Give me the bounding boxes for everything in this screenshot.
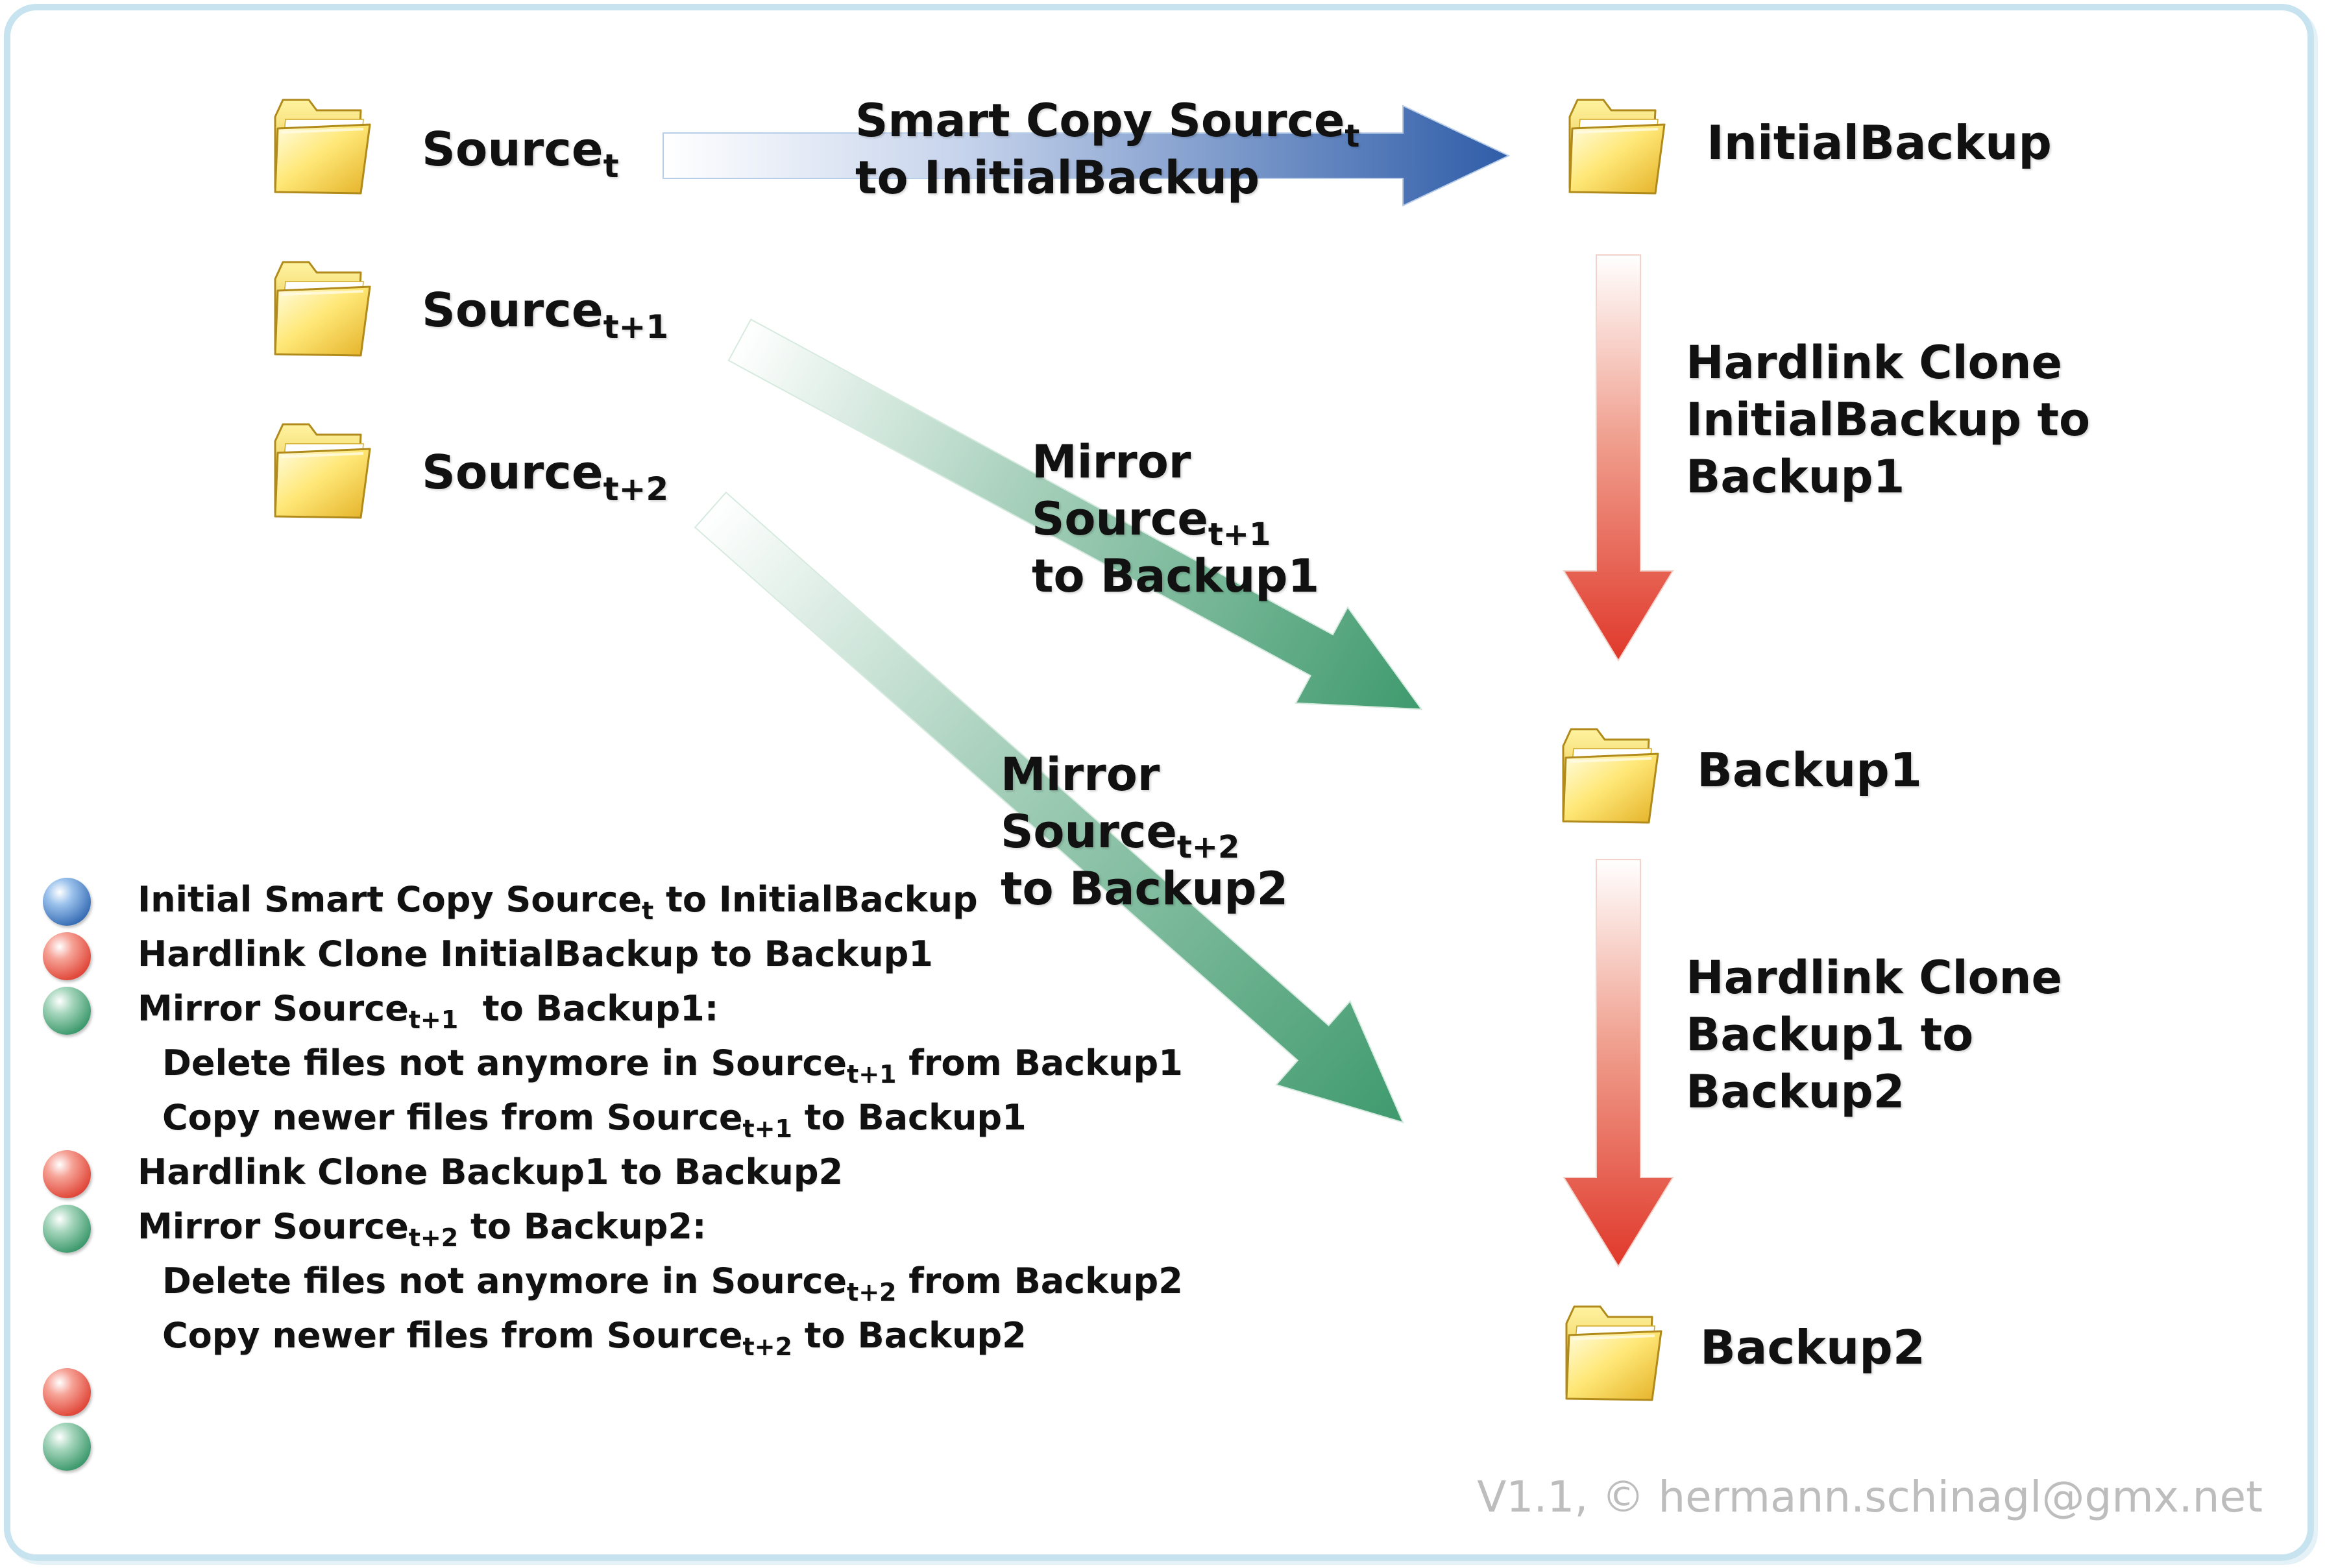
- legend-text-main: Delete files not anymore in Source: [162, 1043, 847, 1083]
- legend-text-main: Hardlink Clone Backup1 to Backup2: [138, 1152, 844, 1192]
- hardlink-clone-label-2: Hardlink Clone Backup1 to Backup2: [1686, 949, 2062, 1120]
- node-subscript: t+2: [603, 470, 669, 508]
- arrow-label-line: Backup1 to: [1686, 1008, 1974, 1061]
- node-backup1: Backup1: [1697, 741, 1922, 799]
- legend-text-subscript: t+1: [847, 1060, 897, 1089]
- diagram-frame: [4, 4, 2314, 1561]
- node-label: Source: [422, 122, 603, 176]
- folder-icon: [1554, 720, 1664, 830]
- legend-text-main: Copy newer files from Source: [162, 1097, 743, 1138]
- mirror-arrow-1: [727, 318, 1423, 710]
- legend-text-main: Mirror Source: [138, 1206, 409, 1247]
- legend-text: Mirror Sourcet+2 to Backup2:: [138, 1200, 707, 1254]
- arrow-label-line: Backup2: [1686, 1065, 1905, 1118]
- legend-bullet-icon: [43, 1150, 91, 1198]
- legend-text-tail: to InitialBackup: [653, 879, 978, 920]
- legend-text-main: Initial Smart Copy Source: [138, 879, 642, 920]
- smart-copy-label: Smart Copy Sourcet to InitialBackup: [855, 92, 1359, 206]
- arrow-label-text: Smart Copy Source: [855, 94, 1345, 147]
- legend-text-main: Mirror Source: [138, 988, 409, 1029]
- legend-text: Delete files not anymore in Sourcet+1 fr…: [162, 1036, 1183, 1091]
- arrow-label-line: Hardlink Clone: [1686, 951, 2062, 1004]
- legend-text-main: Hardlink Clone InitialBackup to Backup1: [138, 934, 933, 974]
- node-label: Backup2: [1700, 1320, 1925, 1375]
- legend-text-subscript: t+2: [847, 1278, 897, 1307]
- legend-text: Hardlink Clone Backup1 to Backup2: [138, 1145, 843, 1200]
- arrow-label-line: Hardlink Clone: [1686, 336, 2062, 389]
- node-label: Source: [422, 283, 603, 337]
- hardlink-clone-arrow-2: [1563, 859, 1674, 1268]
- legend-text-subscript: t+2: [408, 1224, 459, 1252]
- node-subscript: t: [603, 147, 619, 185]
- legend-text-subscript: t+1: [742, 1115, 792, 1143]
- legend-text-subscript: t: [642, 897, 654, 925]
- node-label: InitialBackup: [1707, 115, 2052, 170]
- arrow-label-line: Backup1: [1686, 450, 1905, 503]
- arrow-label-line: to Backup1: [1032, 549, 1320, 603]
- arrow-label-line: Sourcet+1: [1032, 490, 1319, 550]
- folder-icon: [1557, 1297, 1668, 1408]
- legend-text: Copy newer files from Sourcet+2 to Backu…: [162, 1309, 1027, 1363]
- legend-text-main: Delete files not anymore in Source: [162, 1260, 847, 1301]
- arrow-label-line: Mirror: [1001, 748, 1160, 801]
- legend-text-tail: to Backup1:: [458, 988, 719, 1029]
- folder-icon: [1561, 91, 1671, 201]
- node-backup2: Backup2: [1700, 1318, 1925, 1377]
- smart-copy-arrow: [663, 104, 1511, 207]
- arrow-label-line: Mirror: [1032, 435, 1191, 488]
- legend-text-tail: to Backup2:: [458, 1206, 707, 1247]
- node-initial-backup: InitialBackup: [1707, 114, 2052, 172]
- node-source-t1: Sourcet+1: [422, 281, 668, 343]
- folder-icon: [266, 415, 376, 525]
- legend-bullet-icon: [43, 932, 91, 980]
- arrow-label-text: Source: [1032, 492, 1208, 546]
- legend-bullet-icon: [43, 1368, 91, 1416]
- arrow-label-line: to Backup2: [1001, 862, 1289, 915]
- arrow-label-subscript: t: [1345, 118, 1360, 154]
- legend-text-subscript: t+2: [742, 1333, 792, 1361]
- mirror-arrow-2: [694, 491, 1405, 1124]
- hardlink-clone-label-1: Hardlink Clone InitialBackup to Backup1: [1686, 334, 2090, 505]
- arrow-label-line: Smart Copy Sourcet: [855, 92, 1359, 152]
- legend-text: Copy newer files from Sourcet+1 to Backu…: [162, 1091, 1027, 1145]
- legend-text-tail: from Backup1: [896, 1043, 1183, 1083]
- legend-text-tail: to Backup1: [792, 1097, 1027, 1138]
- node-label: Source: [422, 445, 603, 500]
- arrow-label-line: InitialBackup to: [1686, 393, 2091, 446]
- mirror-label-2: Mirror Sourcet+2 to Backup2: [1001, 746, 1288, 917]
- arrow-label-line: to InitialBackup: [855, 151, 1260, 204]
- legend-text-main: Copy newer files from Source: [162, 1315, 743, 1356]
- node-source-t2: Sourcet+2: [422, 443, 668, 505]
- legend-bullet-icon: [43, 1423, 91, 1471]
- legend-text: Delete files not anymore in Sourcet+2 fr…: [162, 1254, 1183, 1309]
- arrow-label-subscript: t+2: [1176, 829, 1240, 865]
- legend-bullet-icon: [43, 987, 91, 1035]
- legend-text-subscript: t+1: [408, 1006, 459, 1034]
- legend-bullet-icon: [43, 1205, 91, 1253]
- folder-icon: [266, 253, 376, 363]
- node-label: Backup1: [1697, 743, 1922, 797]
- folder-icon: [266, 91, 376, 201]
- arrow-label-line: Sourcet+2: [1001, 803, 1288, 863]
- hardlink-clone-arrow-1: [1563, 254, 1674, 662]
- node-subscript: t+1: [603, 308, 669, 346]
- legend-text: Hardlink Clone InitialBackup to Backup1: [138, 927, 933, 982]
- legend-bullet-icon: [43, 878, 91, 926]
- legend-text: Initial Smart Copy Sourcet to InitialBac…: [138, 873, 978, 927]
- node-source-t: Sourcet: [422, 120, 619, 182]
- version-credit: V1.1, © hermann.schinagl@gmx.net: [1477, 1472, 2263, 1522]
- arrow-label-subscript: t+1: [1208, 516, 1271, 553]
- arrow-label-text: Source: [1001, 805, 1177, 858]
- legend-text-tail: to Backup2: [792, 1315, 1027, 1356]
- legend-text: Mirror Sourcet+1 to Backup1:: [138, 982, 718, 1036]
- legend-text-tail: from Backup2: [896, 1260, 1183, 1301]
- mirror-label-1: Mirror Sourcet+1 to Backup1: [1032, 433, 1319, 605]
